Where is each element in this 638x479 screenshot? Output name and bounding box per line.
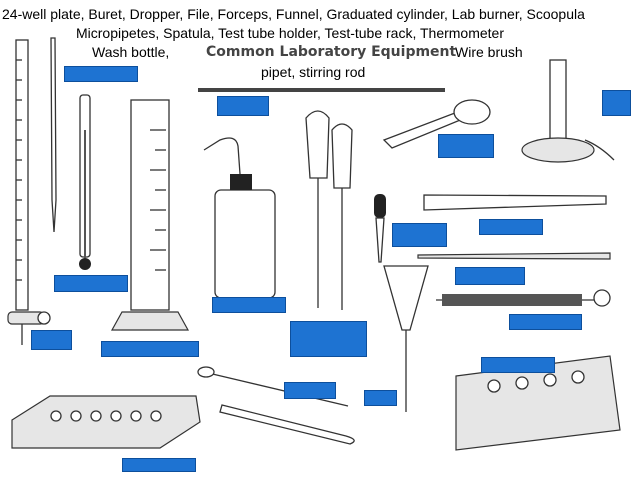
graduated-cylinder-drawing [110, 99, 190, 331]
buret-box[interactable] [64, 66, 138, 82]
graduated-cylinder-box[interactable] [101, 341, 199, 357]
wash-bottle-drawing [203, 137, 276, 299]
test-tube-holder-drawing [382, 99, 491, 149]
stirring-rod-box[interactable] [217, 96, 269, 116]
lab-burner-drawing [521, 59, 615, 163]
thermometer-drawing [79, 94, 91, 270]
well-plate-box[interactable] [122, 458, 196, 472]
funnel-box[interactable] [364, 390, 397, 406]
buret-drawing [7, 39, 51, 345]
funnel-drawing [383, 265, 429, 412]
test-tube-rack-box[interactable] [481, 357, 555, 373]
micropipets-box[interactable] [290, 321, 367, 357]
micropipets-drawing [305, 110, 353, 310]
pipet-drawing [50, 37, 57, 233]
file-drawing [417, 252, 611, 260]
lab-burner-box[interactable] [602, 90, 631, 116]
well-plate-drawing [11, 395, 201, 449]
buret-stopcock-box[interactable] [31, 330, 72, 350]
thermometer-box[interactable] [54, 275, 128, 292]
word-bank-line-3-left: Wash bottle, [92, 44, 170, 60]
diagram-title: Common Laboratory Equipment [206, 44, 457, 60]
dropper-drawing [374, 194, 386, 263]
forceps-box[interactable] [479, 219, 543, 235]
word-bank-line-2: Micropipetes, Spatula, Test tube holder,… [76, 25, 504, 41]
wire-brush-box[interactable] [509, 314, 582, 330]
file-box[interactable] [455, 267, 525, 285]
word-bank-line-3-right: Wire brush [455, 44, 523, 60]
word-bank-line-4: pipet, stirring rod [261, 64, 366, 80]
word-bank-line-1: 24-well plate, Buret, Dropper, File, For… [2, 6, 585, 22]
wire-brush-drawing [436, 289, 611, 307]
forceps-drawing [423, 194, 607, 211]
wash-bottle-box[interactable] [212, 297, 286, 313]
spatula-box[interactable] [284, 382, 336, 399]
spatula-drawing [197, 366, 349, 407]
test-tube-rack-drawing [455, 355, 621, 451]
scoopula-drawing [219, 404, 355, 445]
dropper-box[interactable] [392, 223, 447, 247]
test-tube-holder-box[interactable] [438, 134, 494, 158]
